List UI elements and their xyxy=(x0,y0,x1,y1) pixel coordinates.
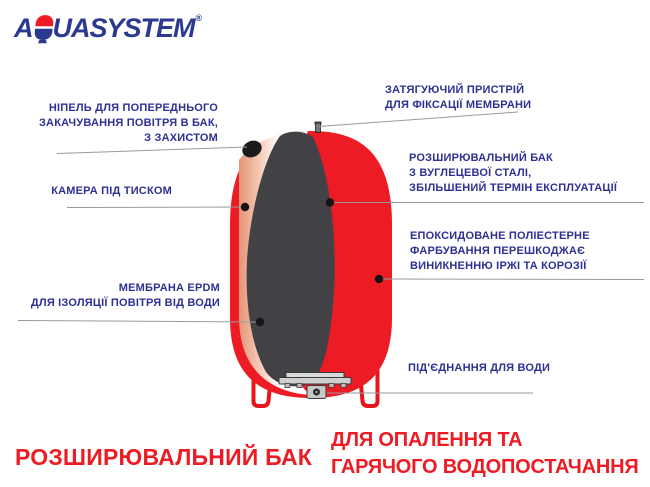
registered-mark: ® xyxy=(195,13,203,23)
water-flange xyxy=(278,372,352,399)
callout-clamp: ЗАТЯГУЮЧИЙ ПРИСТРІЙ ДЛЯ ФІКСАЦІЇ МЕМБРАН… xyxy=(385,83,531,113)
headline-expansion-tank: РОЗШИРЮВАЛЬНИЙ БАК xyxy=(15,444,313,470)
callout-clamp-line: ЗАТЯГУЮЧИЙ ПРИСТРІЙ xyxy=(385,84,525,96)
callout-membrane-line: МЕМБРАНА EPDM xyxy=(118,282,220,294)
callout-pressure-chamber-line: КАМЕРА ПІД ТИСКОМ xyxy=(51,185,172,197)
membrane-shape xyxy=(246,131,335,387)
callout-steel-tank-line: ЗБІЛЬШЕНИЙ ТЕРМІН ЕКСПЛУАТАЦІЇ xyxy=(409,182,618,194)
tank-body xyxy=(230,131,392,398)
air-nipple xyxy=(242,140,262,158)
callout-water-connection: ПІД'ЄДНАННЯ ДЛЯ ВОДИ xyxy=(408,361,550,376)
logo-text-uasystem: UASYSTEM xyxy=(52,13,196,43)
callout-membrane-line: ДЛЯ ІЗОЛЯЦІЇ ПОВІТРЯ ВІД ВОДИ xyxy=(30,297,220,309)
callout-epoxy-coating-line: ВИНИКНЕННЮ ІРЖІ ТА КОРОЗІЇ xyxy=(410,260,587,272)
callout-epoxy-coating-line: ЕПОКСИДОВАНЕ ПОЛІЕСТЕРНЕ xyxy=(410,230,590,242)
headline-for-heating: ДЛЯ ОПАЛЕННЯ ТА ГАРЯЧОГО ВОДОПОСТАЧАННЯ xyxy=(331,427,639,481)
headline-for-heating-line1: ДЛЯ ОПАЛЕННЯ ТА xyxy=(331,429,523,451)
callout-pressure-chamber: КАМЕРА ПІД ТИСКОМ xyxy=(51,184,172,199)
callout-nipple-line: ЗАКАЧУВАННЯ ПОВІТРЯ В БАК, xyxy=(38,117,218,129)
callout-dots xyxy=(240,198,384,327)
callout-clamp-line: ДЛЯ ФІКСАЦІЇ МЕМБРАНИ xyxy=(385,99,532,111)
callout-steel-tank-line: РОЗШИРЮВАЛЬНИЙ БАК xyxy=(409,152,553,164)
aquasystem-logo: A UASYSTEM ® xyxy=(14,11,202,45)
callout-nipple-line: З ЗАХИСТОМ xyxy=(144,132,218,144)
callout-nipple: НІПЕЛЬ ДЛЯ ПОПЕРЕДНЬОГО ЗАКАЧУВАННЯ ПОВІ… xyxy=(39,101,218,146)
callout-membrane: МЕМБРАНА EPDM ДЛЯ ІЗОЛЯЦІЇ ПОВІТРЯ ВІД В… xyxy=(31,281,220,311)
callout-epoxy-coating-line: ФАРБУВАННЯ ПЕРЕШКОДЖАЄ xyxy=(410,245,586,257)
callout-lines xyxy=(17,111,645,394)
tank-logo-icon xyxy=(34,15,53,44)
logo-text-a: A xyxy=(14,13,33,43)
clamp-pin xyxy=(314,121,322,133)
callout-nipple-line: НІПЕЛЬ ДЛЯ ПОПЕРЕДНЬОГО xyxy=(48,102,218,114)
callout-water-connection-line: ПІД'ЄДНАННЯ ДЛЯ ВОДИ xyxy=(408,362,551,374)
headline-for-heating-line2: ГАРЯЧОГО ВОДОПОСТАЧАННЯ xyxy=(331,456,639,478)
callout-epoxy-coating: ЕПОКСИДОВАНЕ ПОЛІЕСТЕРНЕ ФАРБУВАННЯ ПЕРЕ… xyxy=(410,229,590,274)
callout-steel-tank-line: З ВУГЛЕЦЕВОЇ СТАЛІ, xyxy=(409,167,532,179)
callout-steel-tank: РОЗШИРЮВАЛЬНИЙ БАК З ВУГЛЕЦЕВОЇ СТАЛІ, З… xyxy=(409,151,617,196)
